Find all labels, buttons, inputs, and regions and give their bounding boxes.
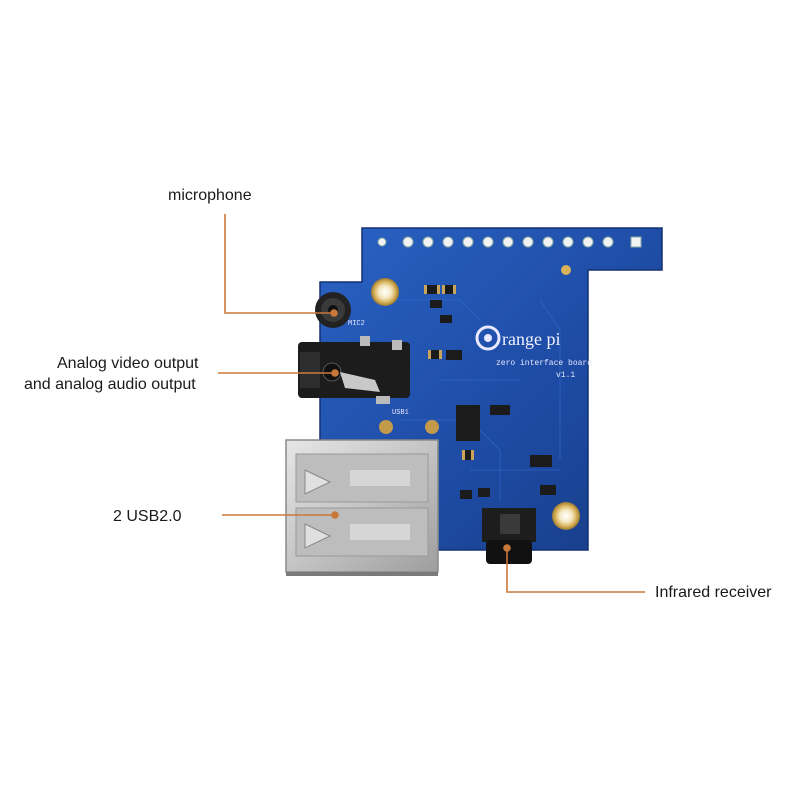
mounting-hole-top <box>371 278 399 306</box>
silkscreen-usb-text: USB1 <box>392 409 409 417</box>
board-brand-text: range pi <box>502 329 560 349</box>
microphone-label: microphone <box>168 187 252 204</box>
infrared-receiver-label: Infrared receiver <box>655 584 772 601</box>
board-subtitle-text: zero interface board <box>496 359 592 368</box>
microphone-callout-dot <box>330 309 338 317</box>
infrared-callout-line <box>506 548 645 593</box>
usb-label: 2 USB2.0 <box>113 508 182 525</box>
av-jack-component <box>298 336 410 404</box>
orange-pi-logo <box>475 325 501 351</box>
silkscreen-mic-text: MIC2 <box>348 320 365 328</box>
smd-components <box>424 285 556 499</box>
infrared-receiver-component <box>482 508 536 564</box>
analog-callout-dot <box>331 369 339 377</box>
analog-output-label-line1: Analog video output <box>57 355 199 372</box>
board-version-text: v1.1 <box>556 371 575 380</box>
infrared-callout-dot <box>503 544 511 552</box>
microphone-callout-line <box>224 214 334 314</box>
mounting-hole-bottom <box>552 502 580 530</box>
analog-output-label-line2: and analog audio output <box>24 376 196 393</box>
usb-connector-component <box>285 420 439 576</box>
header-pins <box>377 236 642 248</box>
usb-callout-dot <box>331 511 339 519</box>
callout-lines <box>218 214 645 593</box>
small-pad <box>561 265 571 275</box>
